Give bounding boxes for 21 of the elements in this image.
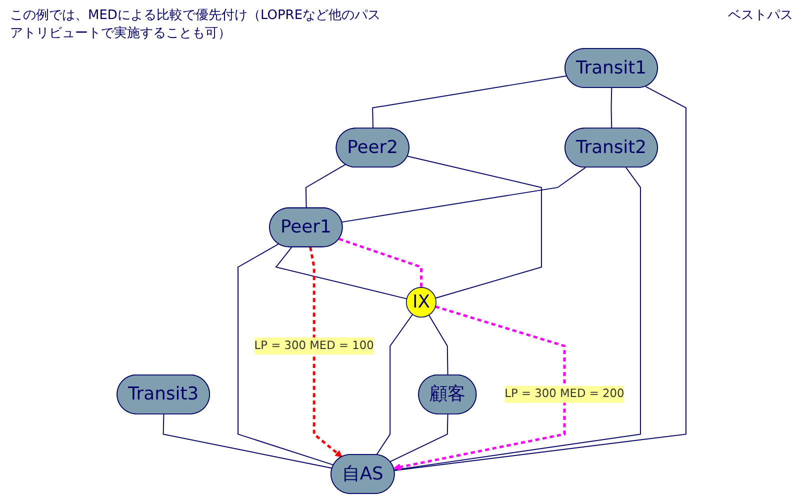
- connector: [407, 156, 542, 299]
- arrow: [309, 246, 342, 458]
- connector: [162, 414, 333, 469]
- connector: [394, 167, 641, 470]
- connector: [394, 86, 686, 472]
- connector: [275, 246, 408, 300]
- connector: [341, 167, 586, 223]
- connector: [376, 314, 414, 456]
- connector: [338, 238, 422, 288]
- arrow: [393, 305, 566, 471]
- note-text: この例では、MEDによる比較で優先付け（LOPREなど他のパスアトリビュートで実施することも可）: [10, 7, 382, 42]
- edge-label: LP = 300 MED = 200: [504, 387, 624, 400]
- edge-label: LP = 300 MED = 100: [254, 339, 374, 352]
- connector: [610, 87, 612, 130]
- node-circle: IX: [406, 287, 436, 318]
- connector: [305, 164, 346, 209]
- connector: [372, 75, 568, 130]
- note-text: ベストパス: [728, 7, 793, 24]
- connector: [390, 414, 448, 462]
- connector: [428, 314, 448, 376]
- connector: [238, 243, 334, 466]
